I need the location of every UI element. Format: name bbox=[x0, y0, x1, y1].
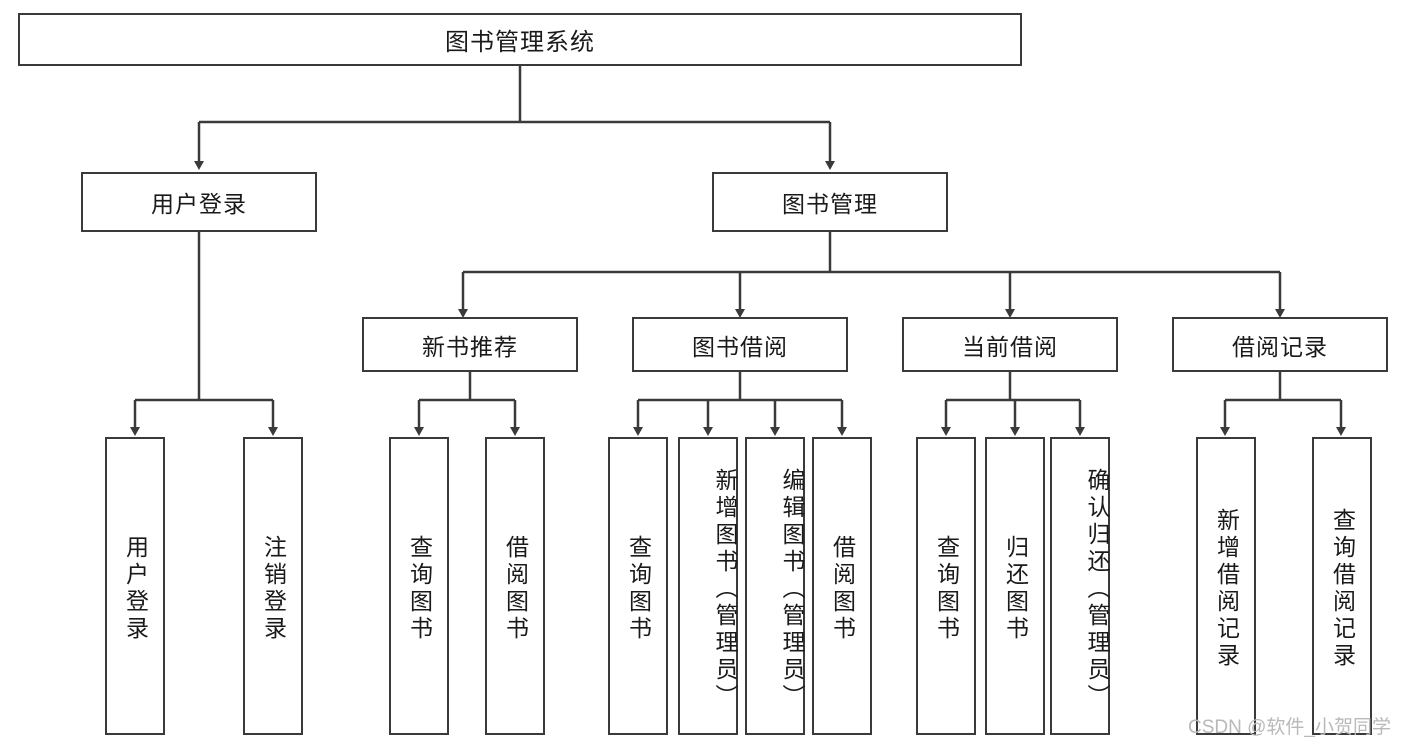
leaf-query-book-current[interactable]: 查询图书 bbox=[916, 437, 976, 735]
leaf-return-book[interactable]: 归还图书 bbox=[985, 437, 1045, 735]
node-current-borrow[interactable]: 当前借阅 bbox=[902, 317, 1118, 372]
leaf-query-book-recommend[interactable]: 查询图书 bbox=[389, 437, 449, 735]
leaf-confirm-return-admin[interactable]: 确认归还（管理员） bbox=[1050, 437, 1110, 735]
leaf-edit-book-admin[interactable]: 编辑图书（管理员） bbox=[745, 437, 805, 735]
node-root-system[interactable]: 图书管理系统 bbox=[18, 13, 1022, 66]
leaf-add-book-admin[interactable]: 新增图书（管理员） bbox=[678, 437, 738, 735]
leaf-query-book-borrow[interactable]: 查询图书 bbox=[608, 437, 668, 735]
node-new-book-recommend[interactable]: 新书推荐 bbox=[362, 317, 578, 372]
node-book-manage[interactable]: 图书管理 bbox=[712, 172, 948, 232]
leaf-user-login[interactable]: 用户登录 bbox=[105, 437, 165, 735]
csdn-watermark: CSDN @软件_小贺同学 bbox=[1188, 717, 1391, 738]
leaf-logout-login[interactable]: 注销登录 bbox=[243, 437, 303, 735]
node-book-borrow[interactable]: 图书借阅 bbox=[632, 317, 848, 372]
leaf-add-borrow-record[interactable]: 新增借阅记录 bbox=[1196, 437, 1256, 735]
node-user-login[interactable]: 用户登录 bbox=[81, 172, 317, 232]
node-borrow-record[interactable]: 借阅记录 bbox=[1172, 317, 1388, 372]
leaf-borrow-book-recommend[interactable]: 借阅图书 bbox=[485, 437, 545, 735]
leaf-borrow-book-borrow[interactable]: 借阅图书 bbox=[812, 437, 872, 735]
leaf-query-borrow-record[interactable]: 查询借阅记录 bbox=[1312, 437, 1372, 735]
